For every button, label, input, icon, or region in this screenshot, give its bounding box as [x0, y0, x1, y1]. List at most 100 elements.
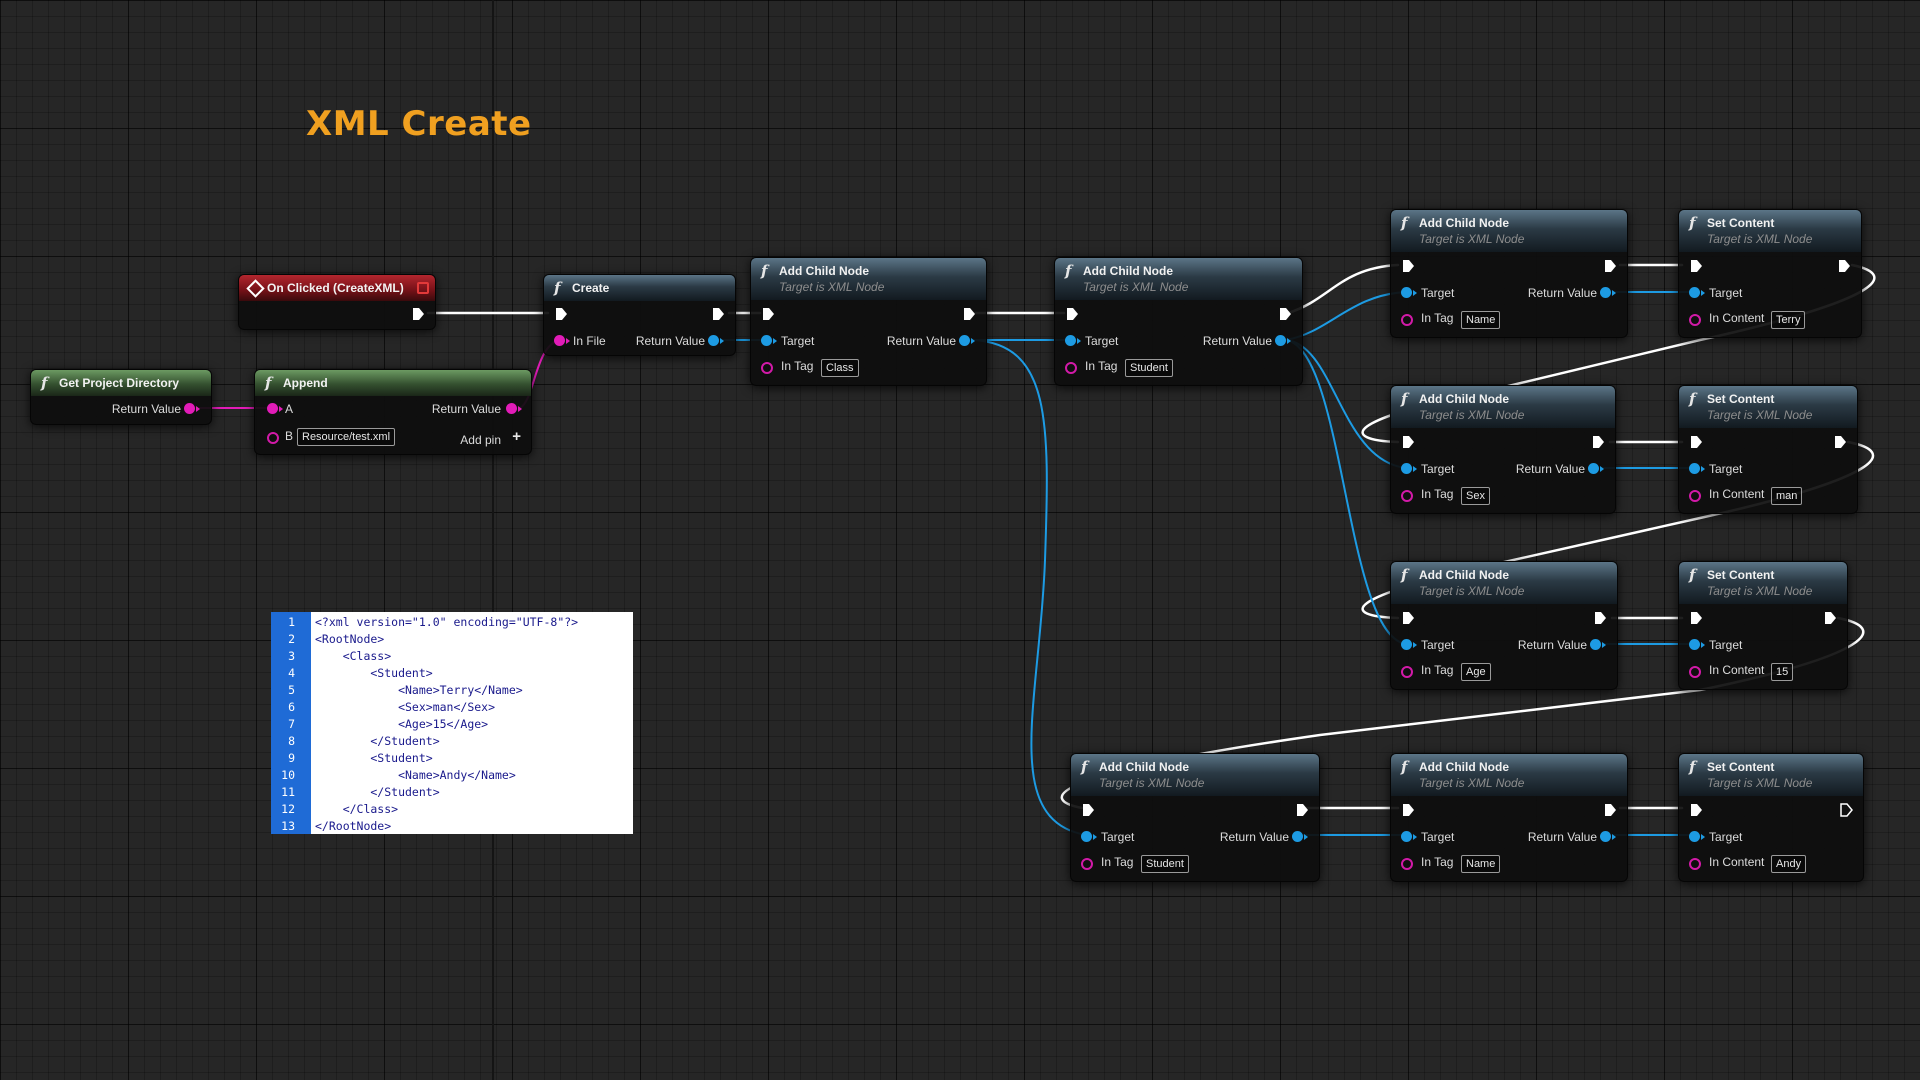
- node-set-content-15[interactable]: f Set Content Target is XML Node Target …: [1678, 561, 1848, 690]
- exec-out-pin[interactable]: [1591, 435, 1605, 449]
- pin-in-file[interactable]: [554, 335, 565, 346]
- exec-in-pin[interactable]: [1689, 611, 1703, 625]
- exec-in-pin[interactable]: [1065, 307, 1079, 321]
- exec-in-pin[interactable]: [1081, 803, 1095, 817]
- exec-out-pin[interactable]: [1295, 803, 1309, 817]
- pin-target[interactable]: [1689, 287, 1700, 298]
- in-tag-value-field[interactable]: Student: [1125, 359, 1173, 377]
- pin-target[interactable]: [1081, 831, 1092, 842]
- pin-target[interactable]: [1689, 831, 1700, 842]
- pin-target[interactable]: [1401, 463, 1412, 474]
- pin-target[interactable]: [1065, 335, 1076, 346]
- in-content-value-field[interactable]: 15: [1771, 663, 1793, 681]
- exec-out-pin[interactable]: [962, 307, 976, 321]
- pin-return-value[interactable]: [1590, 639, 1601, 650]
- node-append[interactable]: f Append A Return Value B Resource/test.…: [254, 369, 532, 455]
- exec-in-pin[interactable]: [1689, 803, 1703, 817]
- node-get-project-directory[interactable]: f Get Project Directory Return Value: [30, 369, 212, 425]
- line-text: <Student>: [315, 666, 433, 680]
- pin-in-tag[interactable]: [1401, 490, 1413, 502]
- exec-out-pin[interactable]: [1278, 307, 1292, 321]
- pin-return-value[interactable]: [1600, 287, 1611, 298]
- exec-in-pin[interactable]: [1401, 259, 1415, 273]
- in-content-value-field[interactable]: Andy: [1771, 855, 1806, 873]
- pin-target[interactable]: [1401, 831, 1412, 842]
- pin-target[interactable]: [1401, 287, 1412, 298]
- add-pin-plus-icon[interactable]: +: [512, 428, 521, 445]
- node-add-child-name-2[interactable]: f Add Child Node Target is XML Node Targ…: [1390, 753, 1628, 882]
- node-header: f Get Project Directory: [31, 370, 211, 396]
- exec-in-pin[interactable]: [1401, 611, 1415, 625]
- pin-in-tag[interactable]: [1401, 314, 1413, 326]
- pin-in-tag[interactable]: [1401, 858, 1413, 870]
- node-set-content-man[interactable]: f Set Content Target is XML Node Target …: [1678, 385, 1858, 514]
- pin-label-target: Target: [1709, 462, 1742, 476]
- pin-target[interactable]: [1401, 639, 1412, 650]
- exec-in-pin[interactable]: [1401, 803, 1415, 817]
- pin-label-in-tag: In Tag: [1421, 487, 1453, 501]
- in-tag-value-field[interactable]: Name: [1461, 855, 1500, 873]
- exec-in-pin[interactable]: [554, 307, 568, 321]
- pin-return-value[interactable]: [959, 335, 970, 346]
- node-add-child-name-1[interactable]: f Add Child Node Target is XML Node Targ…: [1390, 209, 1628, 338]
- add-pin-label[interactable]: Add pin: [460, 433, 501, 447]
- exec-out-pin[interactable]: [411, 307, 425, 321]
- pin-b[interactable]: [267, 432, 279, 444]
- exec-out-pin[interactable]: [711, 307, 725, 321]
- pin-b-value-field[interactable]: Resource/test.xml: [297, 428, 395, 446]
- function-f-icon: f: [1065, 262, 1071, 280]
- in-tag-value-field[interactable]: Sex: [1461, 487, 1490, 505]
- exec-out-pin[interactable]: [1823, 611, 1837, 625]
- node-add-child-student-1[interactable]: f Add Child Node Target is XML Node Targ…: [1054, 257, 1303, 386]
- pin-return-value[interactable]: [1275, 335, 1286, 346]
- pin-target[interactable]: [761, 335, 772, 346]
- in-tag-value-field[interactable]: Class: [821, 359, 859, 377]
- pin-return-value[interactable]: [1600, 831, 1611, 842]
- pin-in-content[interactable]: [1689, 490, 1701, 502]
- pin-a[interactable]: [267, 403, 278, 414]
- pin-label-target: Target: [1709, 830, 1742, 844]
- pin-label-in-tag: In Tag: [1101, 855, 1133, 869]
- event-delegate-square-icon[interactable]: [417, 282, 429, 294]
- node-add-child-class[interactable]: f Add Child Node Target is XML Node Targ…: [750, 257, 987, 386]
- pin-target[interactable]: [1689, 463, 1700, 474]
- exec-out-pin[interactable]: [1603, 259, 1617, 273]
- exec-in-pin[interactable]: [761, 307, 775, 321]
- exec-in-pin[interactable]: [1689, 435, 1703, 449]
- in-content-value-field[interactable]: man: [1771, 487, 1802, 505]
- exec-out-pin[interactable]: [1603, 803, 1617, 817]
- exec-out-pin[interactable]: [1837, 259, 1851, 273]
- pin-target[interactable]: [1689, 639, 1700, 650]
- pin-return-value[interactable]: [708, 335, 719, 346]
- exec-out-pin-unconnected[interactable]: [1839, 803, 1853, 817]
- pin-in-content[interactable]: [1689, 314, 1701, 326]
- pin-in-tag[interactable]: [761, 362, 773, 374]
- node-create[interactable]: f Create In File Return Value: [543, 274, 736, 356]
- pin-return-value[interactable]: [1588, 463, 1599, 474]
- pin-in-tag[interactable]: [1081, 858, 1093, 870]
- object-wire-addstudent1-addsex: [1286, 340, 1406, 468]
- exec-out-pin[interactable]: [1833, 435, 1847, 449]
- in-tag-value-field[interactable]: Age: [1461, 663, 1491, 681]
- exec-out-pin[interactable]: [1593, 611, 1607, 625]
- pin-in-content[interactable]: [1689, 666, 1701, 678]
- node-on-clicked-event[interactable]: On Clicked (CreateXML): [238, 274, 436, 330]
- node-set-content-terry[interactable]: f Set Content Target is XML Node Target …: [1678, 209, 1862, 338]
- exec-in-pin[interactable]: [1689, 259, 1703, 273]
- exec-in-pin[interactable]: [1401, 435, 1415, 449]
- node-add-child-sex[interactable]: f Add Child Node Target is XML Node Targ…: [1390, 385, 1616, 514]
- pin-in-tag[interactable]: [1401, 666, 1413, 678]
- node-add-child-age[interactable]: f Add Child Node Target is XML Node Targ…: [1390, 561, 1618, 690]
- pin-return-value[interactable]: [184, 403, 195, 414]
- pin-in-content[interactable]: [1689, 858, 1701, 870]
- pin-return-value[interactable]: [1292, 831, 1303, 842]
- in-tag-value-field[interactable]: Student: [1141, 855, 1189, 873]
- node-add-child-student-2[interactable]: f Add Child Node Target is XML Node Targ…: [1070, 753, 1320, 882]
- node-set-content-andy[interactable]: f Set Content Target is XML Node Target …: [1678, 753, 1864, 882]
- pin-in-tag[interactable]: [1065, 362, 1077, 374]
- object-wire-addstudent1-addage: [1286, 340, 1406, 644]
- in-tag-value-field[interactable]: Name: [1461, 311, 1500, 329]
- in-content-value-field[interactable]: Terry: [1771, 311, 1805, 329]
- pin-return-value[interactable]: [506, 403, 517, 414]
- code-line: 11 </Student>: [271, 784, 440, 801]
